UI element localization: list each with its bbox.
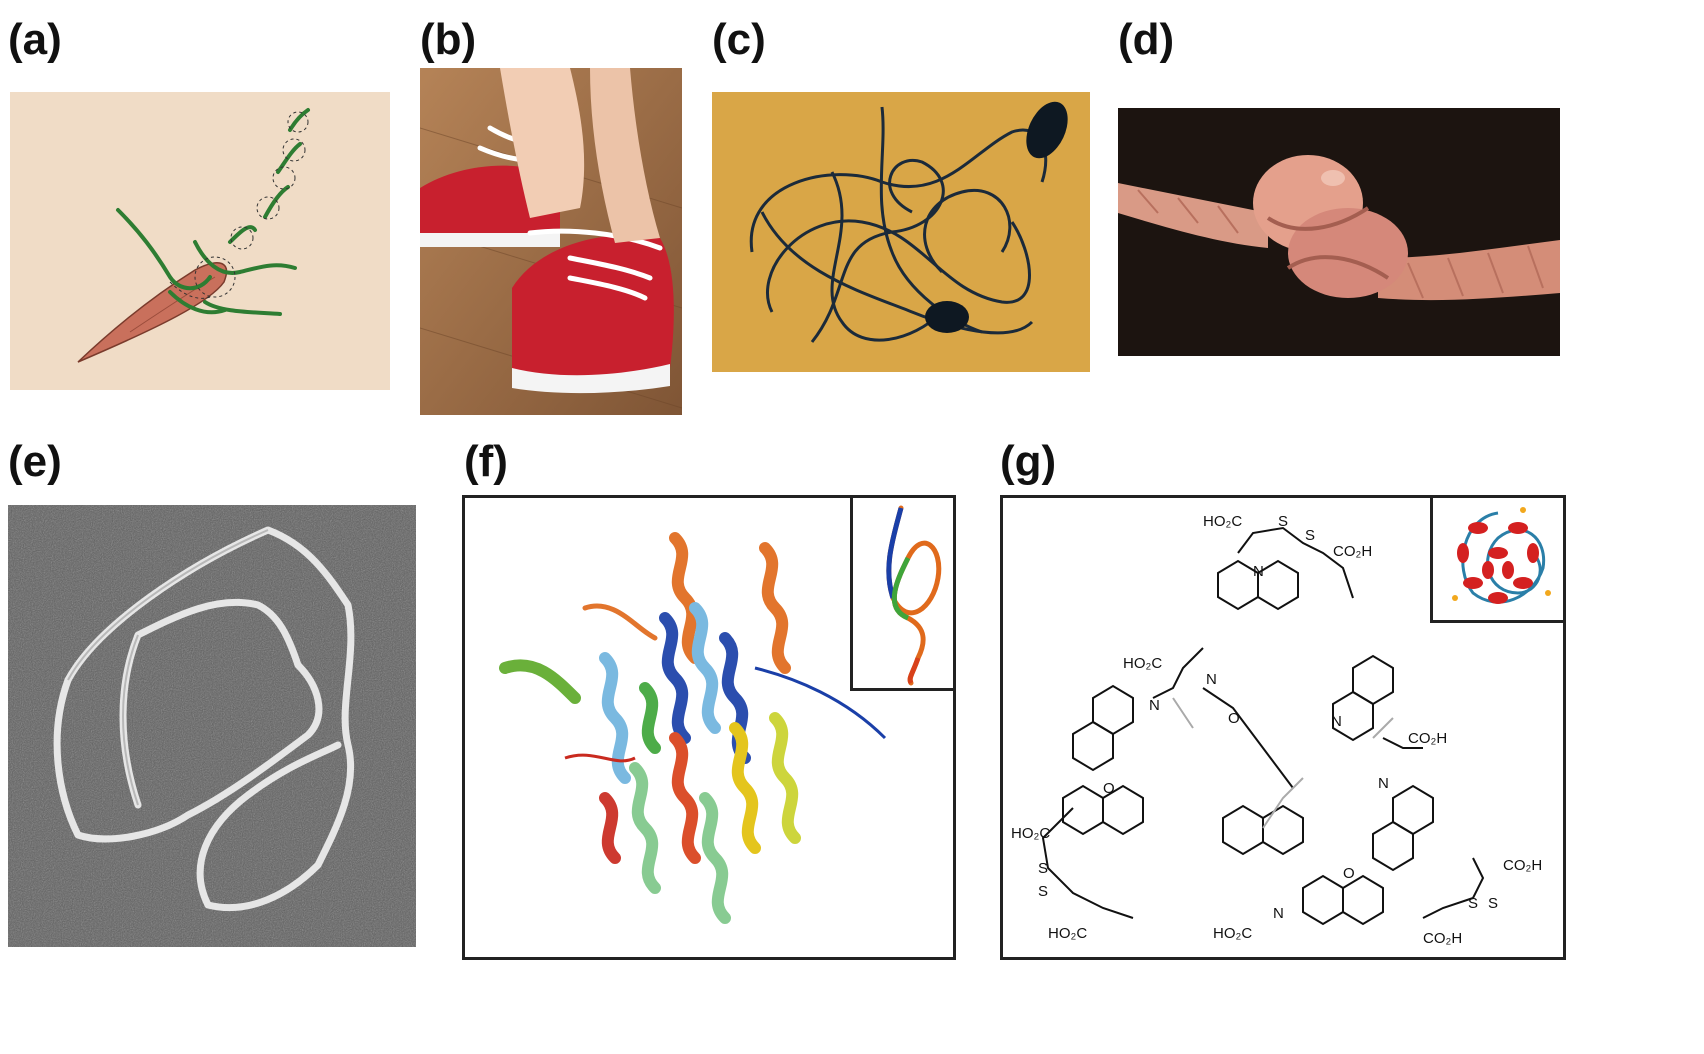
tangled-earphones-photo xyxy=(712,92,1090,372)
trefoil-schematic-icon xyxy=(1452,507,1551,604)
label-c: (c) xyxy=(712,15,766,64)
panel-c-photo xyxy=(712,92,1090,372)
label-e: (e) xyxy=(8,437,62,486)
o-label-3: O xyxy=(1103,780,1115,797)
s-label-4: S xyxy=(1038,883,1048,900)
label-b: (b) xyxy=(420,15,477,64)
s-label-6: S xyxy=(1488,895,1498,912)
o-label-1: O xyxy=(1228,710,1240,727)
n-label-3: N xyxy=(1149,697,1160,714)
fish-knot-illustration xyxy=(77,108,310,363)
panel-g-inset xyxy=(1430,498,1563,623)
protein-ribbon-structure xyxy=(499,532,887,924)
co2h-label-1: CO₂H xyxy=(1333,543,1372,560)
co2h-label-3: CO₂H xyxy=(1503,857,1542,874)
n-label-2: N xyxy=(1206,671,1217,688)
panel-a-illustration xyxy=(10,92,390,390)
n-label-6: N xyxy=(1273,905,1284,922)
panel-f-structure xyxy=(462,495,956,960)
ho2c-label-3: HO₂C xyxy=(1011,825,1050,842)
s-label-1: S xyxy=(1278,513,1288,530)
co2h-label-2: CO₂H xyxy=(1408,730,1447,747)
label-f: (f) xyxy=(464,437,508,486)
s-label-2: S xyxy=(1305,527,1315,544)
shoelace-photo xyxy=(420,68,682,415)
ho2c-label-5: HO₂C xyxy=(1213,925,1252,942)
dna-knot-micrograph xyxy=(8,505,416,947)
label-a: (a) xyxy=(8,15,62,64)
co2h-label-4: CO₂H xyxy=(1423,930,1462,947)
knotted-tissue-photo xyxy=(1118,108,1560,356)
n-label-5: N xyxy=(1378,775,1389,792)
panel-d-photo xyxy=(1118,108,1560,356)
panel-g-structure: HO₂C CO₂H S S HO₂C CO₂H HO₂C CO₂H HO₂C H… xyxy=(1000,495,1566,960)
ho2c-label-2: HO₂C xyxy=(1123,655,1162,672)
ho2c-label-1: HO₂C xyxy=(1203,513,1242,530)
ho2c-label-4: HO₂C xyxy=(1048,925,1087,942)
label-d: (d) xyxy=(1118,15,1175,64)
panel-b-photo xyxy=(420,68,682,415)
molecular-trefoil-knot: HO₂C CO₂H S S HO₂C CO₂H HO₂C CO₂H HO₂C H… xyxy=(1011,513,1542,947)
s-label-5: S xyxy=(1468,895,1478,912)
knot-trace-icon xyxy=(886,505,942,686)
n-label-4: N xyxy=(1331,713,1342,730)
label-g: (g) xyxy=(1000,437,1057,486)
panel-f-inset xyxy=(850,498,953,691)
panel-e-micrograph xyxy=(8,505,416,947)
n-label-1: N xyxy=(1253,563,1264,580)
o-label-4: O xyxy=(1343,865,1355,882)
s-label-3: S xyxy=(1038,860,1048,877)
